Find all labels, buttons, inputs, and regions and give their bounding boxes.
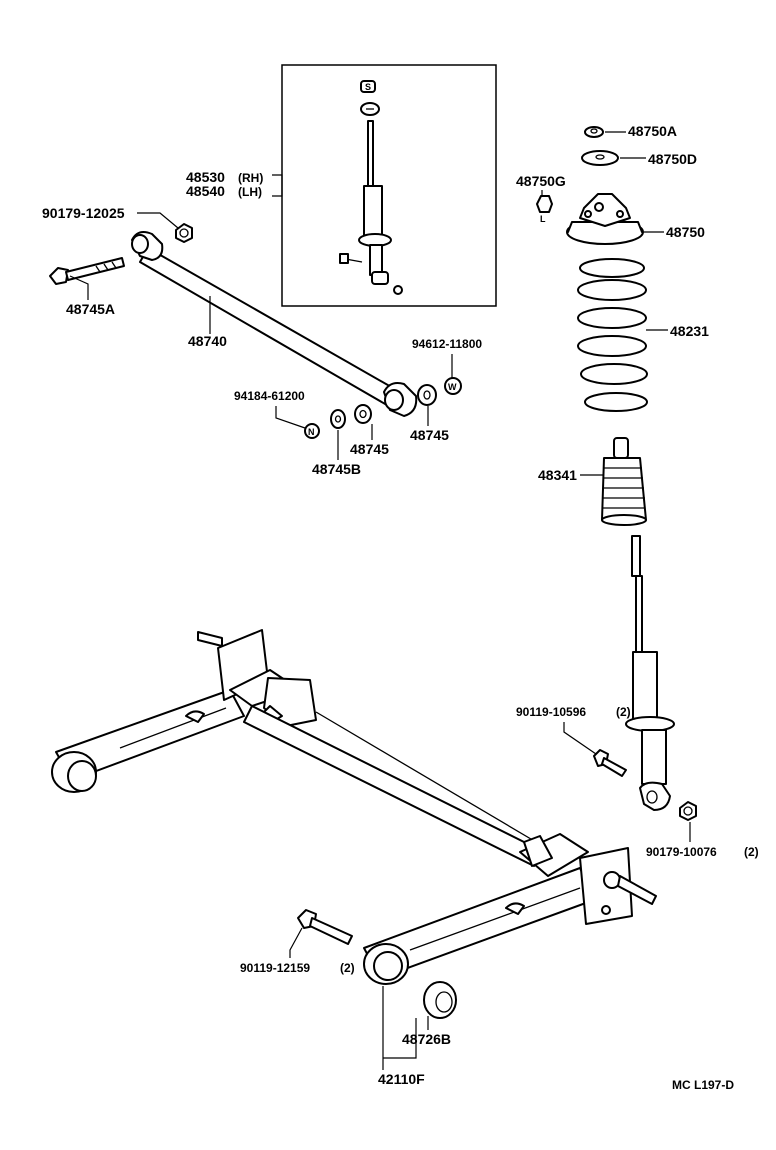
label-48530: 48530	[186, 169, 225, 185]
cap-48750G-drawing: L	[536, 195, 553, 224]
bolt-90119-10596-drawing	[593, 749, 627, 777]
shock-absorber-inset-drawing: S	[339, 80, 403, 295]
bushing-48726B-drawing	[423, 981, 457, 1019]
label-90179-10076: 90179-10076	[646, 845, 717, 859]
label-90119-12159-qty: (2)	[340, 961, 355, 975]
label-48740: 48740	[188, 333, 227, 349]
label-48530-side: (RH)	[238, 171, 263, 185]
label-48745A: 48745A	[66, 301, 115, 317]
washer-48750D-drawing	[581, 150, 619, 166]
bump-stopper-48341-drawing	[601, 437, 647, 526]
label-94612-11800: 94612-11800	[412, 337, 482, 351]
label-48750G: 48750G	[516, 173, 566, 189]
label-48231: 48231	[670, 323, 709, 339]
shock-absorber-inset-box	[281, 64, 497, 307]
label-90119-10596: 90119-10596	[516, 705, 586, 719]
support-48750-drawing	[566, 193, 644, 245]
bolt-48745A-drawing	[49, 257, 125, 285]
marker-l: L	[540, 214, 546, 224]
label-48540-side: (LH)	[238, 185, 262, 199]
label-94184-61200: 94184-61200	[234, 389, 305, 403]
rear-axle-beam-drawing	[51, 629, 657, 985]
label-48750: 48750	[666, 224, 705, 240]
nut-90179-10076-drawing	[679, 801, 697, 821]
label-48540: 48540	[186, 183, 225, 199]
label-48745-inner: 48745	[350, 441, 389, 457]
label-90119-10596-qty: (2)	[616, 705, 631, 719]
label-48750D: 48750D	[648, 151, 697, 167]
nut-w-drawing: W	[444, 377, 462, 395]
label-48745-outer: 48745	[410, 427, 449, 443]
washer-n-drawing: N	[304, 423, 320, 439]
label-48726B: 48726B	[402, 1031, 451, 1047]
nut-48750A-drawing	[584, 126, 604, 138]
bolt-90119-12159-drawing	[297, 909, 353, 945]
figure-code: MC L197-D	[672, 1078, 734, 1092]
label-48750A: 48750A	[628, 123, 677, 139]
label-90119-12159: 90119-12159	[240, 961, 310, 975]
label-90179-10076-qty: (2)	[744, 845, 759, 859]
nut-90179-12025-drawing	[175, 223, 193, 243]
marker-n: N	[308, 427, 315, 437]
label-48341: 48341	[538, 467, 577, 483]
label-42110F: 42110F	[378, 1071, 425, 1087]
label-48745B: 48745B	[312, 461, 361, 477]
label-90179-12025: 90179-12025	[42, 205, 125, 221]
marker-s: S	[365, 82, 371, 92]
bushing-48745-drawing	[330, 384, 437, 429]
lateral-control-rod-drawing	[131, 231, 418, 417]
lower-shock-drawing	[625, 535, 675, 811]
coil-spring-48231-drawing	[577, 258, 648, 412]
marker-w: W	[448, 382, 457, 392]
